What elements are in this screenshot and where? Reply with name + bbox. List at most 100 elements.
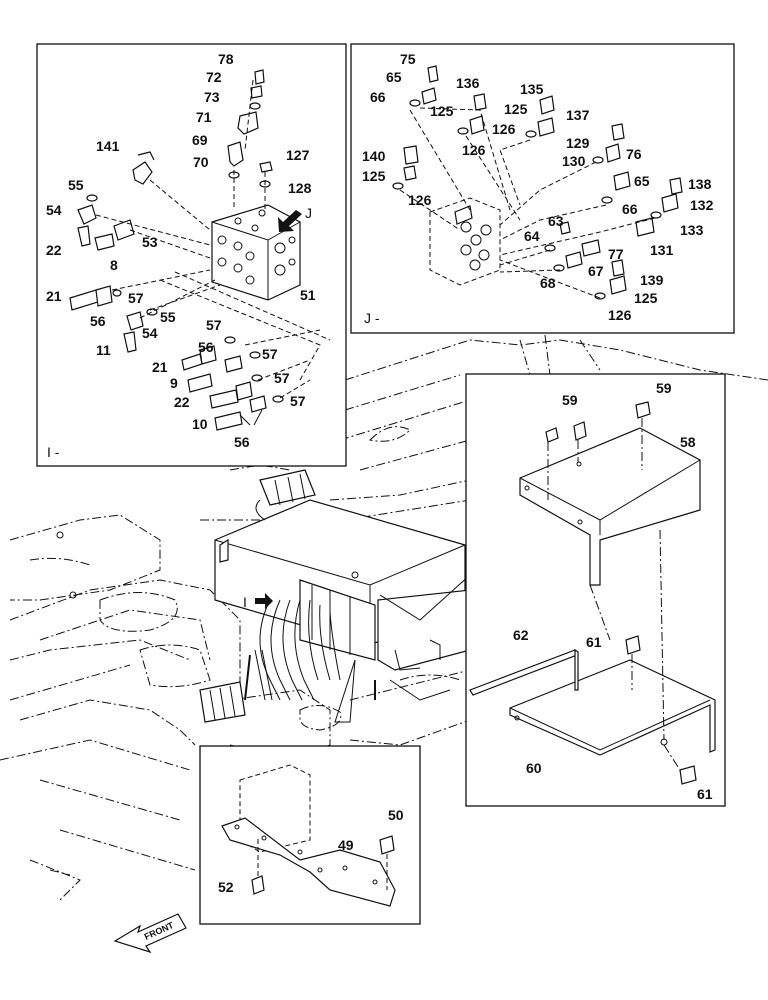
callout-78: 78 bbox=[218, 51, 234, 67]
connector-9 bbox=[187, 373, 213, 393]
union-53 bbox=[113, 219, 135, 241]
callout-57: 57 bbox=[262, 346, 278, 362]
callout-10: 10 bbox=[192, 416, 208, 432]
callout-131: 131 bbox=[650, 242, 674, 258]
fitting-78 bbox=[254, 69, 265, 85]
callout-54: 54 bbox=[46, 202, 62, 218]
callout-22: 22 bbox=[46, 242, 62, 258]
nut-56b bbox=[199, 345, 217, 365]
panel-J: J - bbox=[350, 43, 735, 334]
callout-59: 59 bbox=[562, 392, 578, 408]
callout-61: 61 bbox=[586, 634, 602, 650]
callout-126: 126 bbox=[492, 121, 516, 137]
callout-75: 75 bbox=[400, 51, 416, 67]
callout-139: 139 bbox=[640, 272, 664, 288]
callout-136: 136 bbox=[456, 75, 480, 91]
callout-69: 69 bbox=[192, 132, 208, 148]
callout-64: 64 bbox=[524, 228, 540, 244]
bolt-61a bbox=[625, 635, 641, 655]
elbow-141 bbox=[132, 161, 153, 185]
callout-73: 73 bbox=[204, 89, 220, 105]
callout-21: 21 bbox=[46, 288, 62, 304]
callout-57: 57 bbox=[206, 317, 222, 333]
panel-I-label: I - bbox=[47, 444, 60, 460]
nut-56e bbox=[249, 395, 267, 413]
callout-56: 56 bbox=[234, 434, 250, 450]
callout-135: 135 bbox=[520, 81, 544, 97]
callout-68: 68 bbox=[540, 275, 556, 291]
oring-73 bbox=[249, 102, 261, 110]
tube-22 bbox=[77, 225, 91, 247]
callout-141: 141 bbox=[96, 138, 120, 154]
cap-141 bbox=[137, 151, 155, 161]
callout-126: 126 bbox=[608, 307, 632, 323]
callout-138: 138 bbox=[688, 176, 712, 192]
front-arrow: FRONT bbox=[113, 913, 187, 954]
oring-57b bbox=[224, 336, 236, 344]
elbow-69 bbox=[227, 141, 244, 167]
callout-57: 57 bbox=[128, 290, 144, 306]
callout-137: 137 bbox=[566, 107, 590, 123]
callout-76: 76 bbox=[626, 146, 642, 162]
panel-covers bbox=[465, 373, 726, 807]
bolt-61b bbox=[679, 765, 697, 785]
callout-57: 57 bbox=[274, 370, 290, 386]
callout-58: 58 bbox=[680, 434, 696, 450]
callout-70: 70 bbox=[193, 154, 209, 170]
callout-130: 130 bbox=[562, 153, 586, 169]
callout-55: 55 bbox=[160, 309, 176, 325]
bolt-59c bbox=[635, 401, 651, 419]
nut-56c bbox=[224, 355, 243, 373]
callout-126: 126 bbox=[462, 142, 486, 158]
controller-bracket-assembly: I bbox=[199, 469, 471, 723]
callout-67: 67 bbox=[588, 263, 604, 279]
nut-56a bbox=[95, 285, 113, 307]
callout-132: 132 bbox=[690, 197, 714, 213]
oring-57c bbox=[249, 351, 261, 359]
callout-51: 51 bbox=[300, 287, 316, 303]
callout-59: 59 bbox=[656, 380, 672, 396]
panel-plate bbox=[199, 745, 421, 925]
callout-66: 66 bbox=[370, 89, 386, 105]
bolt-52 bbox=[251, 875, 265, 895]
callout-72: 72 bbox=[206, 69, 222, 85]
callout-11: 11 bbox=[96, 342, 111, 358]
callout-61: 61 bbox=[697, 786, 713, 802]
view-label-I: I bbox=[243, 594, 247, 610]
callout-125: 125 bbox=[430, 103, 454, 119]
callout-52: 52 bbox=[218, 879, 234, 895]
view-arrow-J bbox=[278, 210, 302, 232]
callout-125: 125 bbox=[504, 101, 528, 117]
tube-11 bbox=[123, 331, 137, 353]
callout-56: 56 bbox=[198, 339, 214, 355]
callout-125: 125 bbox=[362, 168, 386, 184]
callout-125: 125 bbox=[634, 290, 658, 306]
callout-126: 126 bbox=[408, 192, 432, 208]
machine-frame bbox=[0, 334, 768, 901]
view-label-J: J bbox=[305, 205, 312, 221]
oring-57a bbox=[112, 289, 122, 297]
callout-63: 63 bbox=[548, 213, 564, 229]
callout-77: 77 bbox=[608, 246, 624, 262]
callout-9: 9 bbox=[170, 375, 178, 391]
tube-22b bbox=[209, 389, 239, 409]
fitting-72 bbox=[250, 85, 263, 99]
callout-66: 66 bbox=[622, 201, 638, 217]
callout-128: 128 bbox=[288, 180, 312, 196]
bracket-60 bbox=[509, 659, 716, 756]
elbow-54 bbox=[77, 204, 97, 225]
callout-50: 50 bbox=[388, 807, 404, 823]
callout-53: 53 bbox=[142, 234, 158, 250]
oring-57d bbox=[251, 374, 263, 382]
nut-56d bbox=[235, 381, 253, 401]
callout-22: 22 bbox=[174, 394, 190, 410]
plug-127 bbox=[259, 161, 273, 173]
callout-65: 65 bbox=[634, 173, 650, 189]
callout-60: 60 bbox=[526, 760, 542, 776]
view-arrow-I bbox=[255, 593, 273, 609]
panel-I: I - J bbox=[36, 43, 347, 467]
elbow-54b bbox=[126, 311, 144, 331]
